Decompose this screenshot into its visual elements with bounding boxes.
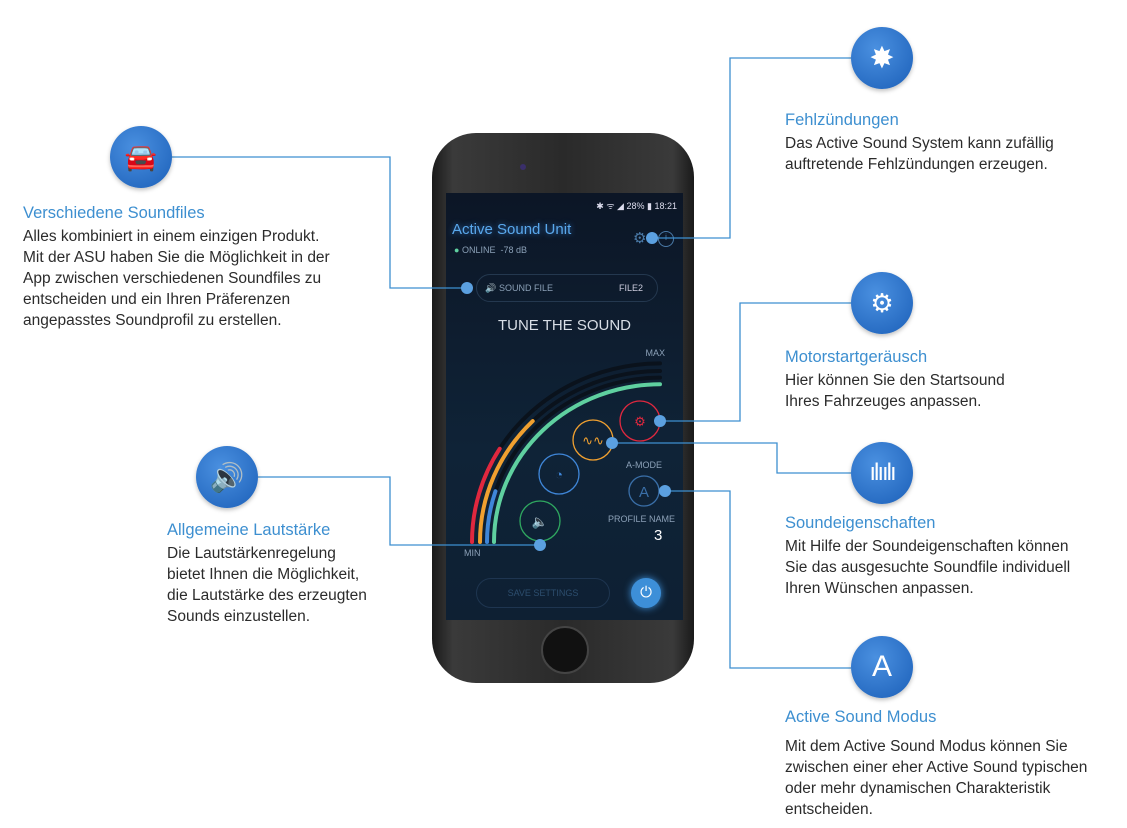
gear-icon[interactable]: ⚙ (633, 230, 647, 247)
engine-icon: ⚙ (634, 414, 646, 429)
connector-dot (534, 539, 546, 551)
annotation-line: angepasstes Soundprofil zu erstellen. (23, 312, 282, 329)
annotation-line: entscheiden. (785, 801, 873, 818)
connector-dot (606, 437, 618, 449)
annotation-line: Mit dem Active Sound Modus können Sie (785, 738, 1068, 755)
annotation-line: die Lautstärke des erzeugten (167, 587, 367, 604)
burst-icon: ✸ (851, 27, 913, 89)
annotation-line: Die Lautstärkenregelung (167, 545, 336, 562)
clock: 18:21 (654, 201, 677, 211)
connector-dot (461, 282, 473, 294)
speaker-icon: 🔈 (532, 514, 548, 530)
app-title: Active Sound Unit (452, 221, 572, 238)
save-settings-button[interactable]: SAVE SETTINGS (476, 578, 610, 608)
home-button[interactable] (541, 626, 589, 674)
annotation-line: Ihres Fahrzeuges anpassen. (785, 393, 982, 410)
speaker-icon: 🔊 (196, 446, 258, 508)
a-mode-glyph: A (639, 484, 649, 501)
letter-a-icon: A (851, 636, 913, 698)
slider-track-red[interactable] (470, 361, 662, 544)
slider-track-green[interactable] (492, 382, 662, 544)
slider-track-orange[interactable] (478, 369, 662, 544)
slider-fill-blue[interactable] (485, 489, 498, 544)
battery: 28% (626, 201, 645, 211)
info-icon[interactable]: i (658, 231, 674, 247)
power-button[interactable]: ⏻ (631, 578, 661, 608)
slider-fill-green[interactable] (492, 382, 662, 544)
annotation-line: zwischen einer eher Active Sound typisch… (785, 759, 1088, 776)
online-status: ONLINE (461, 245, 496, 255)
slider-fill-orange[interactable] (478, 419, 535, 544)
annotation-line: Mit Hilfe der Soundeigenschaften können (785, 538, 1069, 555)
annotation-line: Ihren Wünschen anpassen. (785, 580, 974, 597)
waveform-icon: ılıılı (851, 442, 913, 504)
db-readout: -78 dB (500, 245, 528, 255)
camera (520, 164, 526, 170)
sound-file-select[interactable]: 🔊 SOUND FILE FILE2 (476, 274, 658, 302)
cars-icon: 🚘 (110, 126, 172, 188)
annotation-line: Alles kombiniert in einem einzigen Produ… (23, 228, 320, 245)
tune-heading: TUNE THE SOUND (497, 317, 632, 334)
gauge-icon: ◔ (555, 467, 563, 482)
profile-value: 3 (654, 527, 663, 544)
annotation-line: Sie das ausgesuchte Soundfile individuel… (785, 559, 1071, 576)
annotation-line: Mit der ASU haben Sie die Möglichkeit in… (23, 249, 330, 266)
annotation-line: Hier können Sie den Startsound (785, 372, 1005, 389)
annotation-line: oder mehr dynamischen Charakteristik (785, 780, 1051, 797)
connector-dot (654, 415, 666, 427)
speed-control[interactable] (538, 453, 580, 495)
annotation-line: bietet Ihnen die Möglichkeit, (167, 566, 360, 583)
annotation-line: Das Active Sound System kann zufällig (785, 135, 1054, 152)
slider-fill-red[interactable] (470, 446, 502, 544)
connector-dot (659, 485, 671, 497)
engine-icon: ⚙ (851, 272, 913, 334)
annotation-line: Sounds einzustellen. (167, 608, 311, 625)
annotation-line: entscheiden und ein Ihren Präferenzen (23, 291, 291, 308)
waveform-icon: ∿∿ (582, 433, 604, 448)
annotation-line: App zwischen verschiedenen Soundfiles zu (23, 270, 322, 287)
annotation-line: auftretende Fehlzündungen erzeugen. (785, 156, 1048, 173)
connector-dot (646, 232, 658, 244)
